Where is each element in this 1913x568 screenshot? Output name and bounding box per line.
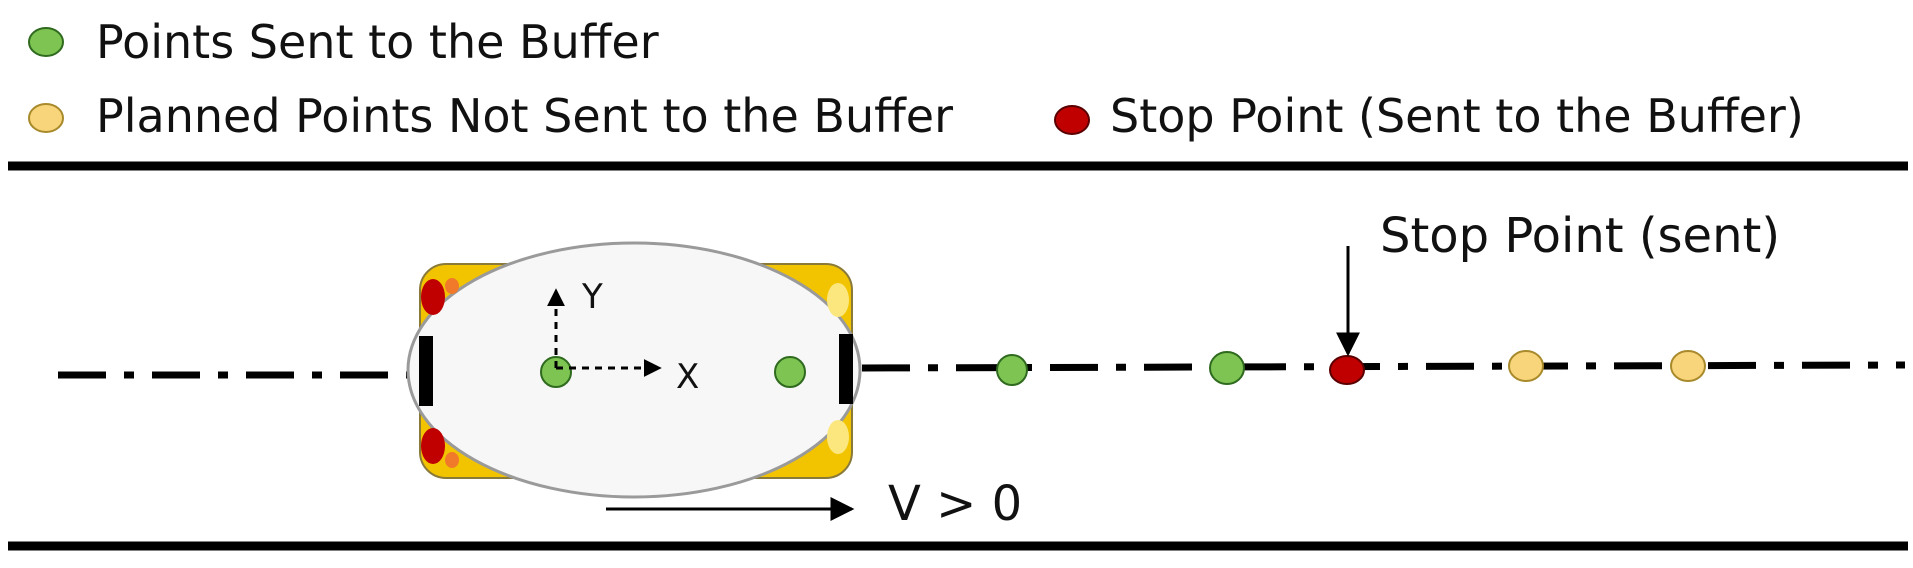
path-point-planned [1670,350,1706,382]
path-point-planned [1508,350,1544,382]
robot-left-bottom-light-small [445,452,459,468]
y-axis-label: Y [581,277,603,317]
robot-left-bottom-light [421,428,445,464]
legend-item-stop: Stop Point (Sent to the Buffer) [1054,89,1804,143]
legend-stop-label: Stop Point (Sent to the Buffer) [1110,89,1804,143]
robot-right-wheel [839,334,853,404]
legend-item-sent: Points Sent to the Buffer [28,15,659,69]
robot-right-bottom-light [827,420,849,454]
path-point-sent [996,354,1028,386]
robot-left-top-light-small [445,278,459,294]
robot-right-top-light [827,283,849,317]
robot-left-top-light [421,279,445,315]
legend-sent-label: Points Sent to the Buffer [96,15,659,69]
path-points [996,350,1706,386]
velocity-label: V > 0 [888,476,1022,532]
path-line-right [861,361,1906,372]
stop-point-label: Stop Point (sent) [1380,208,1780,264]
robot-body [406,241,862,499]
robot-origin-point [540,356,572,388]
legend: Points Sent to the Buffer Planned Points… [28,15,1804,143]
legend-sent-marker [28,27,64,57]
legend-stop-marker [1054,105,1090,135]
robot: X Y [406,241,862,499]
legend-planned-marker [28,103,64,133]
robot-front-point [774,356,806,388]
x-axis-label: X [676,357,699,397]
legend-planned-label: Planned Points Not Sent to the Buffer [96,89,953,143]
legend-item-planned: Planned Points Not Sent to the Buffer [28,89,953,143]
stop-point-annotation: Stop Point (sent) [1336,208,1780,357]
velocity-indicator: V > 0 [606,476,1022,532]
path-point-sent [1209,351,1245,385]
path-point-stop [1329,355,1365,385]
robot-left-wheel [419,336,433,406]
